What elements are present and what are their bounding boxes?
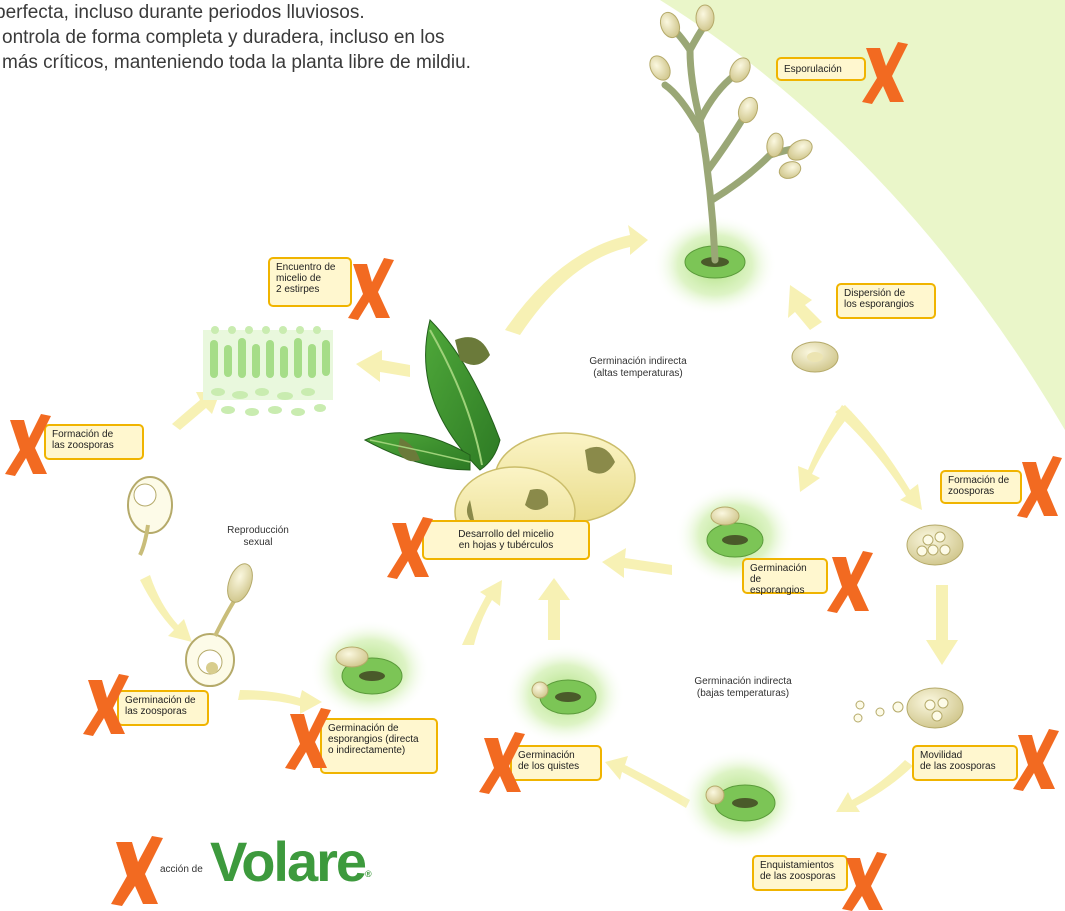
arrow-icon: [836, 760, 913, 812]
mycelium-icon: [203, 326, 333, 416]
note-germinacion-bajas: Germinación indirecta (bajas temperatura…: [678, 676, 808, 700]
label-formacion-zoosporas-right: Formación de zoosporas: [940, 470, 1022, 504]
label-formacion-zoosporas-left: Formación de las zoosporas: [44, 424, 144, 460]
arrow-icon: [835, 405, 922, 510]
arrow-icon: [538, 578, 570, 640]
spore-icon: [706, 786, 724, 804]
spore-icon: [532, 682, 548, 698]
brand-name: Volare: [210, 830, 365, 893]
arrow-icon: [602, 548, 672, 578]
arrow-icon: [238, 690, 322, 714]
note-reproduccion-sexual: Reproducción sexual: [218, 525, 298, 549]
legend-text: acción de: [160, 864, 203, 875]
intro-line: ontrola de forma completa y duradera, in…: [2, 25, 602, 50]
label-dispersion: Dispersión de los esporangios: [836, 283, 936, 319]
spore-icon: [336, 647, 368, 667]
label-germinacion-quistes: Germinación de los quistes: [510, 745, 602, 781]
label-encuentro-micelio: Encuentro de micelio de 2 estirpes: [268, 257, 352, 307]
arrow-icon: [505, 225, 648, 335]
arrow-icon: [788, 285, 822, 330]
arrow-icon: [356, 350, 410, 382]
sporangium-icon: [907, 688, 963, 728]
intro-line: perfecta, incluso durante periodos lluvi…: [0, 0, 595, 25]
arrow-icon: [140, 575, 192, 642]
label-germinacion-zoosporas: Germinación de las zoosporas: [117, 690, 209, 726]
label-movilidad: Movilidad de las zoosporas: [912, 745, 1018, 781]
label-enquistamientos: Enquistamientos de las zoosporas: [752, 855, 848, 891]
note-germinacion-altas: Germinación indirecta (altas temperatura…: [578, 356, 698, 380]
label-germinacion-esporangios: Germinación de esporangios: [742, 558, 828, 594]
arrow-icon: [798, 405, 852, 492]
label-esporulacion: Esporulación: [776, 57, 866, 81]
intro-text: más críticos, manteniendo toda la planta…: [2, 50, 602, 75]
intro-line: más críticos, manteniendo toda la planta…: [2, 50, 602, 75]
spore-icon: [711, 507, 739, 525]
label-desarrollo-micelio: Desarrollo del micelio en hojas y tubérc…: [422, 520, 590, 560]
volare-logo: Volare®: [210, 832, 372, 892]
intro-text: ontrola de forma completa y duradera, in…: [2, 25, 602, 50]
arrow-icon: [605, 756, 690, 808]
intro-text: perfecta, incluso durante periodos lluvi…: [0, 0, 595, 25]
arrow-icon: [926, 585, 958, 665]
label-germinacion-esporangios-directa: Germinación de esporangios (directa o in…: [320, 718, 438, 774]
spore-icon: [893, 702, 903, 712]
brand-mark: ®: [365, 869, 372, 879]
arrow-icon: [462, 580, 502, 645]
